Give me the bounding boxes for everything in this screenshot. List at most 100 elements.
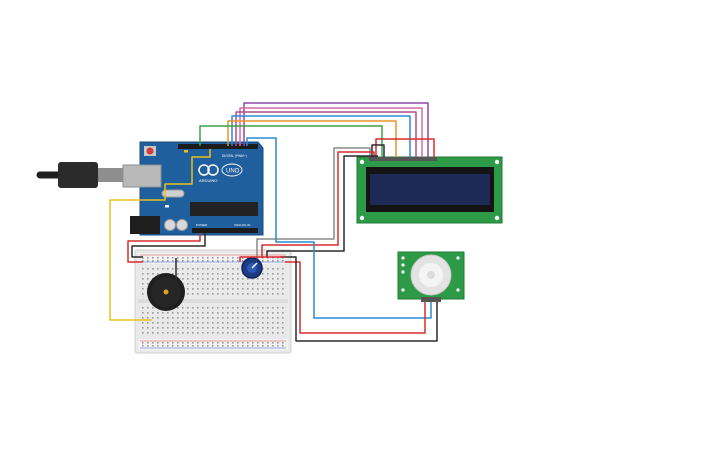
pir-sensor[interactable] — [397, 251, 465, 302]
breadboard-hole — [227, 283, 229, 285]
breadboard-hole — [272, 268, 274, 270]
wire-blue-sig[interactable] — [246, 137, 432, 319]
wire-black-pot[interactable] — [266, 155, 378, 258]
breadboard-hole — [272, 312, 274, 314]
reset-button[interactable] — [146, 147, 154, 155]
power-analog-header[interactable] — [192, 228, 258, 233]
breadboard-hole — [217, 273, 219, 275]
breadboard-hole — [257, 327, 259, 329]
breadboard-hole — [152, 342, 154, 344]
breadboard-hole — [237, 327, 239, 329]
breadboard-hole — [272, 317, 274, 319]
breadboard-hole — [237, 257, 239, 259]
breadboard-hole — [277, 307, 279, 309]
breadboard-hole — [147, 268, 149, 270]
breadboard-hole — [277, 312, 279, 314]
arduino-logo: ARDUINO UNO — [198, 163, 243, 183]
breadboard-hole — [242, 293, 244, 295]
potentiometer[interactable] — [241, 257, 263, 279]
breadboard-hole — [187, 317, 189, 319]
wire-red-lcd[interactable] — [375, 138, 435, 157]
breadboard-hole — [272, 322, 274, 324]
breadboard-hole — [262, 332, 264, 334]
breadboard-hole — [217, 278, 219, 280]
wires[interactable] — [109, 102, 438, 342]
breadboard-hole — [142, 293, 144, 295]
breadboard-hole — [277, 288, 279, 290]
potentiometer-knob-icon — [251, 262, 258, 269]
breadboard-hole — [207, 257, 209, 259]
breadboard-hole — [162, 342, 164, 344]
arduino-model-label: UNO — [226, 169, 240, 175]
breadboard-hole — [202, 312, 204, 314]
breadboard-hole — [202, 342, 204, 344]
piezo-buzzer[interactable] — [147, 273, 185, 311]
breadboard-hole — [147, 327, 149, 329]
breadboard-hole — [162, 317, 164, 319]
breadboard-hole — [232, 317, 234, 319]
breadboard-hole — [207, 342, 209, 344]
breadboard-hole — [277, 273, 279, 275]
breadboard-hole — [172, 327, 174, 329]
breadboard-hole — [167, 345, 169, 347]
wire-red-pir[interactable] — [285, 261, 426, 334]
breadboard-hole — [157, 260, 159, 262]
breadboard-hole — [232, 312, 234, 314]
breadboard-hole — [277, 345, 279, 347]
breadboard-hole — [212, 332, 214, 334]
wire-gray[interactable] — [256, 147, 371, 258]
breadboard-hole — [192, 317, 194, 319]
breadboard-hole — [172, 332, 174, 334]
breadboard-hole — [237, 317, 239, 319]
wire-red-power[interactable] — [127, 233, 201, 263]
wire-pink[interactable] — [239, 107, 423, 157]
wire-red-bb[interactable] — [239, 256, 285, 262]
breadboard-hole — [262, 345, 264, 347]
lcd-16x2[interactable] — [356, 156, 503, 224]
breadboard-hole — [277, 327, 279, 329]
breadboard-hole — [267, 312, 269, 314]
breadboard-hole — [197, 332, 199, 334]
breadboard-hole — [142, 257, 144, 259]
breadboard-hole — [192, 278, 194, 280]
breadboard-hole — [227, 307, 229, 309]
breadboard-hole — [182, 327, 184, 329]
arduino-uno[interactable]: ARDUINO UNO DIGITAL (PWM~) POWER ANALOG … — [36, 141, 264, 236]
lcd-pin-header[interactable] — [369, 157, 437, 161]
wire-black-power[interactable] — [131, 233, 206, 258]
wire-yellow[interactable] — [109, 149, 211, 321]
wire-red-pot[interactable] — [261, 151, 375, 258]
breadboard-hole — [252, 283, 254, 285]
breadboard-hole — [272, 293, 274, 295]
breadboard-hole — [152, 307, 154, 309]
breadboard-hole — [192, 342, 194, 344]
breadboard-holes — [142, 257, 284, 347]
breadboard-hole — [232, 342, 234, 344]
wire-blue[interactable] — [231, 115, 411, 157]
breadboard-hole — [262, 312, 264, 314]
breadboard-hole — [172, 260, 174, 262]
wire-black-lcd[interactable] — [371, 144, 385, 157]
breadboard-hole — [207, 278, 209, 280]
breadboard-hole — [262, 327, 264, 329]
breadboard-hole — [267, 307, 269, 309]
digital-header[interactable] — [178, 144, 258, 149]
wire-green[interactable] — [199, 125, 383, 157]
breadboard-hole — [252, 342, 254, 344]
breadboard-hole — [227, 345, 229, 347]
breadboard-hole — [152, 317, 154, 319]
usb-plug[interactable] — [58, 162, 98, 188]
breadboard-hole — [177, 342, 179, 344]
breadboard-hole — [237, 293, 239, 295]
pir-pin-header[interactable] — [421, 297, 441, 302]
breadboard-hole — [232, 273, 234, 275]
breadboard-hole — [162, 345, 164, 347]
wire-black-pir[interactable] — [280, 256, 438, 342]
breadboard-hole — [242, 342, 244, 344]
wire-purple[interactable] — [243, 102, 429, 157]
wire-pink-2[interactable] — [235, 111, 417, 157]
breadboard-hole — [177, 332, 179, 334]
breadboard-hole — [262, 278, 264, 280]
breadboard-hole — [177, 307, 179, 309]
